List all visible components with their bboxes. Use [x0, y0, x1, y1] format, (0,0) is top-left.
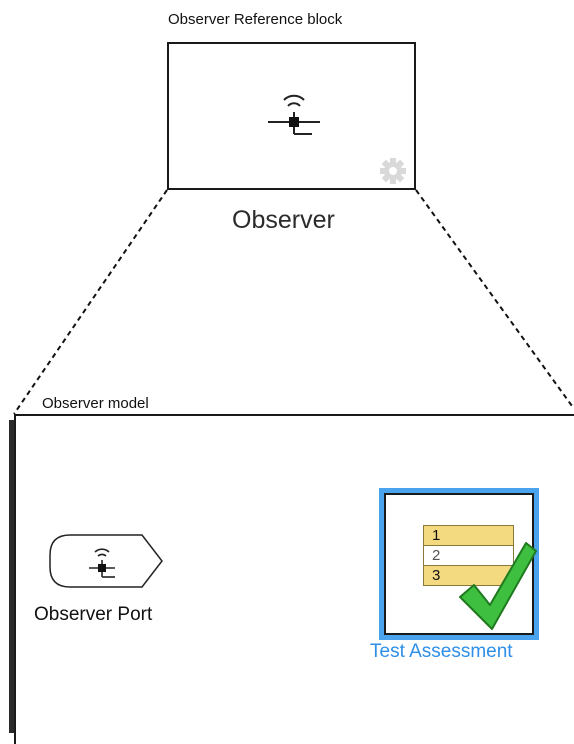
reference-block-caption: Observer Reference block	[168, 11, 343, 28]
zoom-line-right	[415, 189, 573, 407]
checkmark-icon	[459, 542, 537, 630]
observer-port-block[interactable]	[48, 533, 164, 589]
test-assessment-label: Test Assessment	[370, 641, 513, 662]
model-frame-shadow	[9, 420, 17, 733]
test-assessment-body: 1 2 3	[384, 493, 537, 635]
assessment-row: 3	[423, 565, 514, 586]
observer-antenna-icon	[268, 94, 320, 135]
observer-antenna-icon	[89, 548, 115, 578]
observer-port-label: Observer Port	[34, 604, 153, 625]
observer-model-caption: Observer model	[42, 395, 149, 412]
observer-block-name: Observer	[232, 206, 335, 234]
gear-icon[interactable]	[379, 157, 407, 185]
observer-reference-block[interactable]	[167, 42, 416, 190]
test-assessment-block[interactable]: 1 2 3	[379, 488, 539, 640]
zoom-line-left	[13, 189, 168, 415]
